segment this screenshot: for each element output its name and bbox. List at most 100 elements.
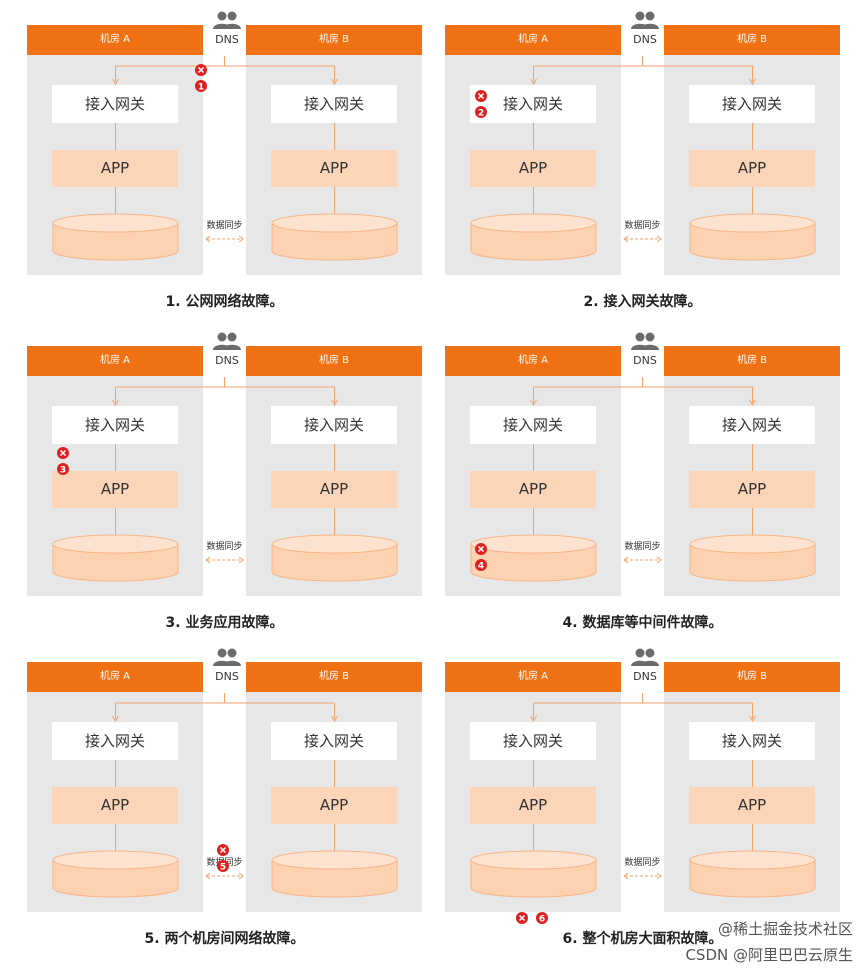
dns-routing-lines bbox=[530, 377, 756, 406]
people-icon bbox=[213, 332, 241, 350]
dns-routing-lines bbox=[112, 56, 338, 85]
dns-routing-lines bbox=[530, 56, 756, 85]
access-gateway-box: 接入网关 bbox=[689, 85, 815, 123]
room-b-header: 机房 B bbox=[246, 662, 422, 692]
database-cylinder-icon bbox=[470, 534, 597, 582]
flow-line bbox=[752, 760, 753, 787]
dns-label: DNS bbox=[633, 354, 657, 367]
scenario-panel-3: 机房 A 接入网关 APP 机房 B 接入网关 APP bbox=[27, 332, 422, 631]
numbered-badge-icon: 1 bbox=[195, 80, 207, 92]
flow-line bbox=[533, 508, 534, 538]
database-cylinder-icon bbox=[689, 213, 816, 261]
flow-line bbox=[334, 824, 335, 854]
sync-arrow-icon bbox=[205, 556, 244, 564]
access-gateway-box: 接入网关 bbox=[52, 85, 178, 123]
watermark-line-2: CSDN @阿里巴巴云原生 bbox=[685, 946, 853, 964]
dns-node: DNS bbox=[625, 647, 665, 683]
dns-node: DNS bbox=[207, 331, 247, 367]
flow-line bbox=[115, 187, 116, 217]
flow-line bbox=[115, 444, 116, 471]
app-box: APP bbox=[52, 471, 178, 508]
flow-line bbox=[752, 824, 753, 854]
error-marker: 2 bbox=[475, 90, 487, 118]
data-sync-label: 数据同步 bbox=[624, 858, 661, 868]
error-x-icon bbox=[217, 844, 229, 856]
app-box: APP bbox=[689, 471, 815, 508]
access-gateway-box: 接入网关 bbox=[689, 722, 815, 760]
flow-line bbox=[533, 444, 534, 471]
scenario-panel-1: 机房 A 接入网关 APP 机房 B 接入网关 APP bbox=[27, 11, 422, 310]
access-gateway-box: 接入网关 bbox=[470, 722, 596, 760]
numbered-badge-icon: 4 bbox=[475, 559, 487, 571]
scenario-panel-4: 机房 A 接入网关 APP 机房 B 接入网关 APP bbox=[445, 332, 840, 631]
data-sync-label: 数据同步 bbox=[624, 542, 661, 552]
app-box: APP bbox=[470, 150, 596, 187]
data-sync-label: 数据同步 bbox=[206, 221, 243, 231]
access-gateway-box: 接入网关 bbox=[271, 406, 397, 444]
room-b-header: 机房 B bbox=[664, 346, 840, 376]
flow-line bbox=[752, 123, 753, 150]
dns-label: DNS bbox=[215, 33, 239, 46]
error-marker: 4 bbox=[475, 543, 487, 571]
sync-arrow-icon bbox=[623, 872, 662, 880]
error-x-icon bbox=[516, 912, 528, 924]
room-a-header: 机房 A bbox=[27, 346, 203, 376]
data-sync-label: 数据同步 bbox=[206, 542, 243, 552]
access-gateway-box: 接入网关 bbox=[470, 406, 596, 444]
numbered-badge-icon: 3 bbox=[57, 463, 69, 475]
room-b: 机房 B 接入网关 APP bbox=[246, 346, 422, 596]
error-marker: 6 bbox=[516, 909, 549, 928]
app-box: APP bbox=[689, 787, 815, 824]
access-gateway-box: 接入网关 bbox=[470, 85, 596, 123]
flow-line bbox=[334, 760, 335, 787]
database-cylinder-icon bbox=[689, 534, 816, 582]
dns-label: DNS bbox=[215, 670, 239, 683]
app-box: APP bbox=[52, 150, 178, 187]
app-box: APP bbox=[271, 787, 397, 824]
access-gateway-box: 接入网关 bbox=[52, 722, 178, 760]
people-icon bbox=[631, 332, 659, 350]
room-b: 机房 B 接入网关 APP bbox=[664, 662, 840, 912]
scenario-caption: 3. 业务应用故障。 bbox=[165, 615, 284, 631]
flow-line bbox=[115, 760, 116, 787]
room-a-header: 机房 A bbox=[445, 662, 621, 692]
app-box: APP bbox=[271, 150, 397, 187]
dns-routing-lines bbox=[112, 377, 338, 406]
people-icon bbox=[213, 648, 241, 666]
app-box: APP bbox=[470, 787, 596, 824]
scenario-caption: 5. 两个机房间网络故障。 bbox=[144, 931, 305, 947]
access-gateway-box: 接入网关 bbox=[271, 85, 397, 123]
flow-line bbox=[533, 187, 534, 217]
room-a-header: 机房 A bbox=[27, 662, 203, 692]
watermark: @稀土掘金技术社区 CSDN @阿里巴巴云原生 bbox=[685, 916, 853, 968]
database-cylinder-icon bbox=[271, 534, 398, 582]
access-gateway-box: 接入网关 bbox=[52, 406, 178, 444]
dns-node: DNS bbox=[625, 10, 665, 46]
dns-label: DNS bbox=[633, 670, 657, 683]
database-cylinder-icon bbox=[52, 213, 179, 261]
room-b-header: 机房 B bbox=[246, 25, 422, 55]
dns-node: DNS bbox=[207, 647, 247, 683]
room-a: 机房 A 接入网关 APP bbox=[445, 346, 621, 596]
flow-line bbox=[334, 444, 335, 471]
sync-arrow-icon bbox=[205, 235, 244, 243]
svg-text:4: 4 bbox=[478, 562, 484, 572]
dns-routing-lines bbox=[530, 693, 756, 722]
flow-line bbox=[115, 508, 116, 538]
app-box: APP bbox=[271, 471, 397, 508]
app-box: APP bbox=[52, 787, 178, 824]
sync-arrow-icon bbox=[623, 235, 662, 243]
database-cylinder-icon bbox=[470, 213, 597, 261]
flow-line bbox=[752, 444, 753, 471]
sync-arrow-icon bbox=[623, 556, 662, 564]
scenario-caption: 1. 公网网络故障。 bbox=[165, 294, 284, 310]
dns-node: DNS bbox=[207, 10, 247, 46]
room-a-header: 机房 A bbox=[27, 25, 203, 55]
database-cylinder-icon bbox=[52, 850, 179, 898]
app-box: APP bbox=[689, 150, 815, 187]
scenario-panel-6: 机房 A 接入网关 APP 机房 B 接入网关 APP bbox=[445, 648, 840, 947]
app-box: APP bbox=[470, 471, 596, 508]
room-b-header: 机房 B bbox=[664, 25, 840, 55]
numbered-badge-icon: 6 bbox=[536, 912, 549, 924]
people-icon bbox=[213, 11, 241, 29]
